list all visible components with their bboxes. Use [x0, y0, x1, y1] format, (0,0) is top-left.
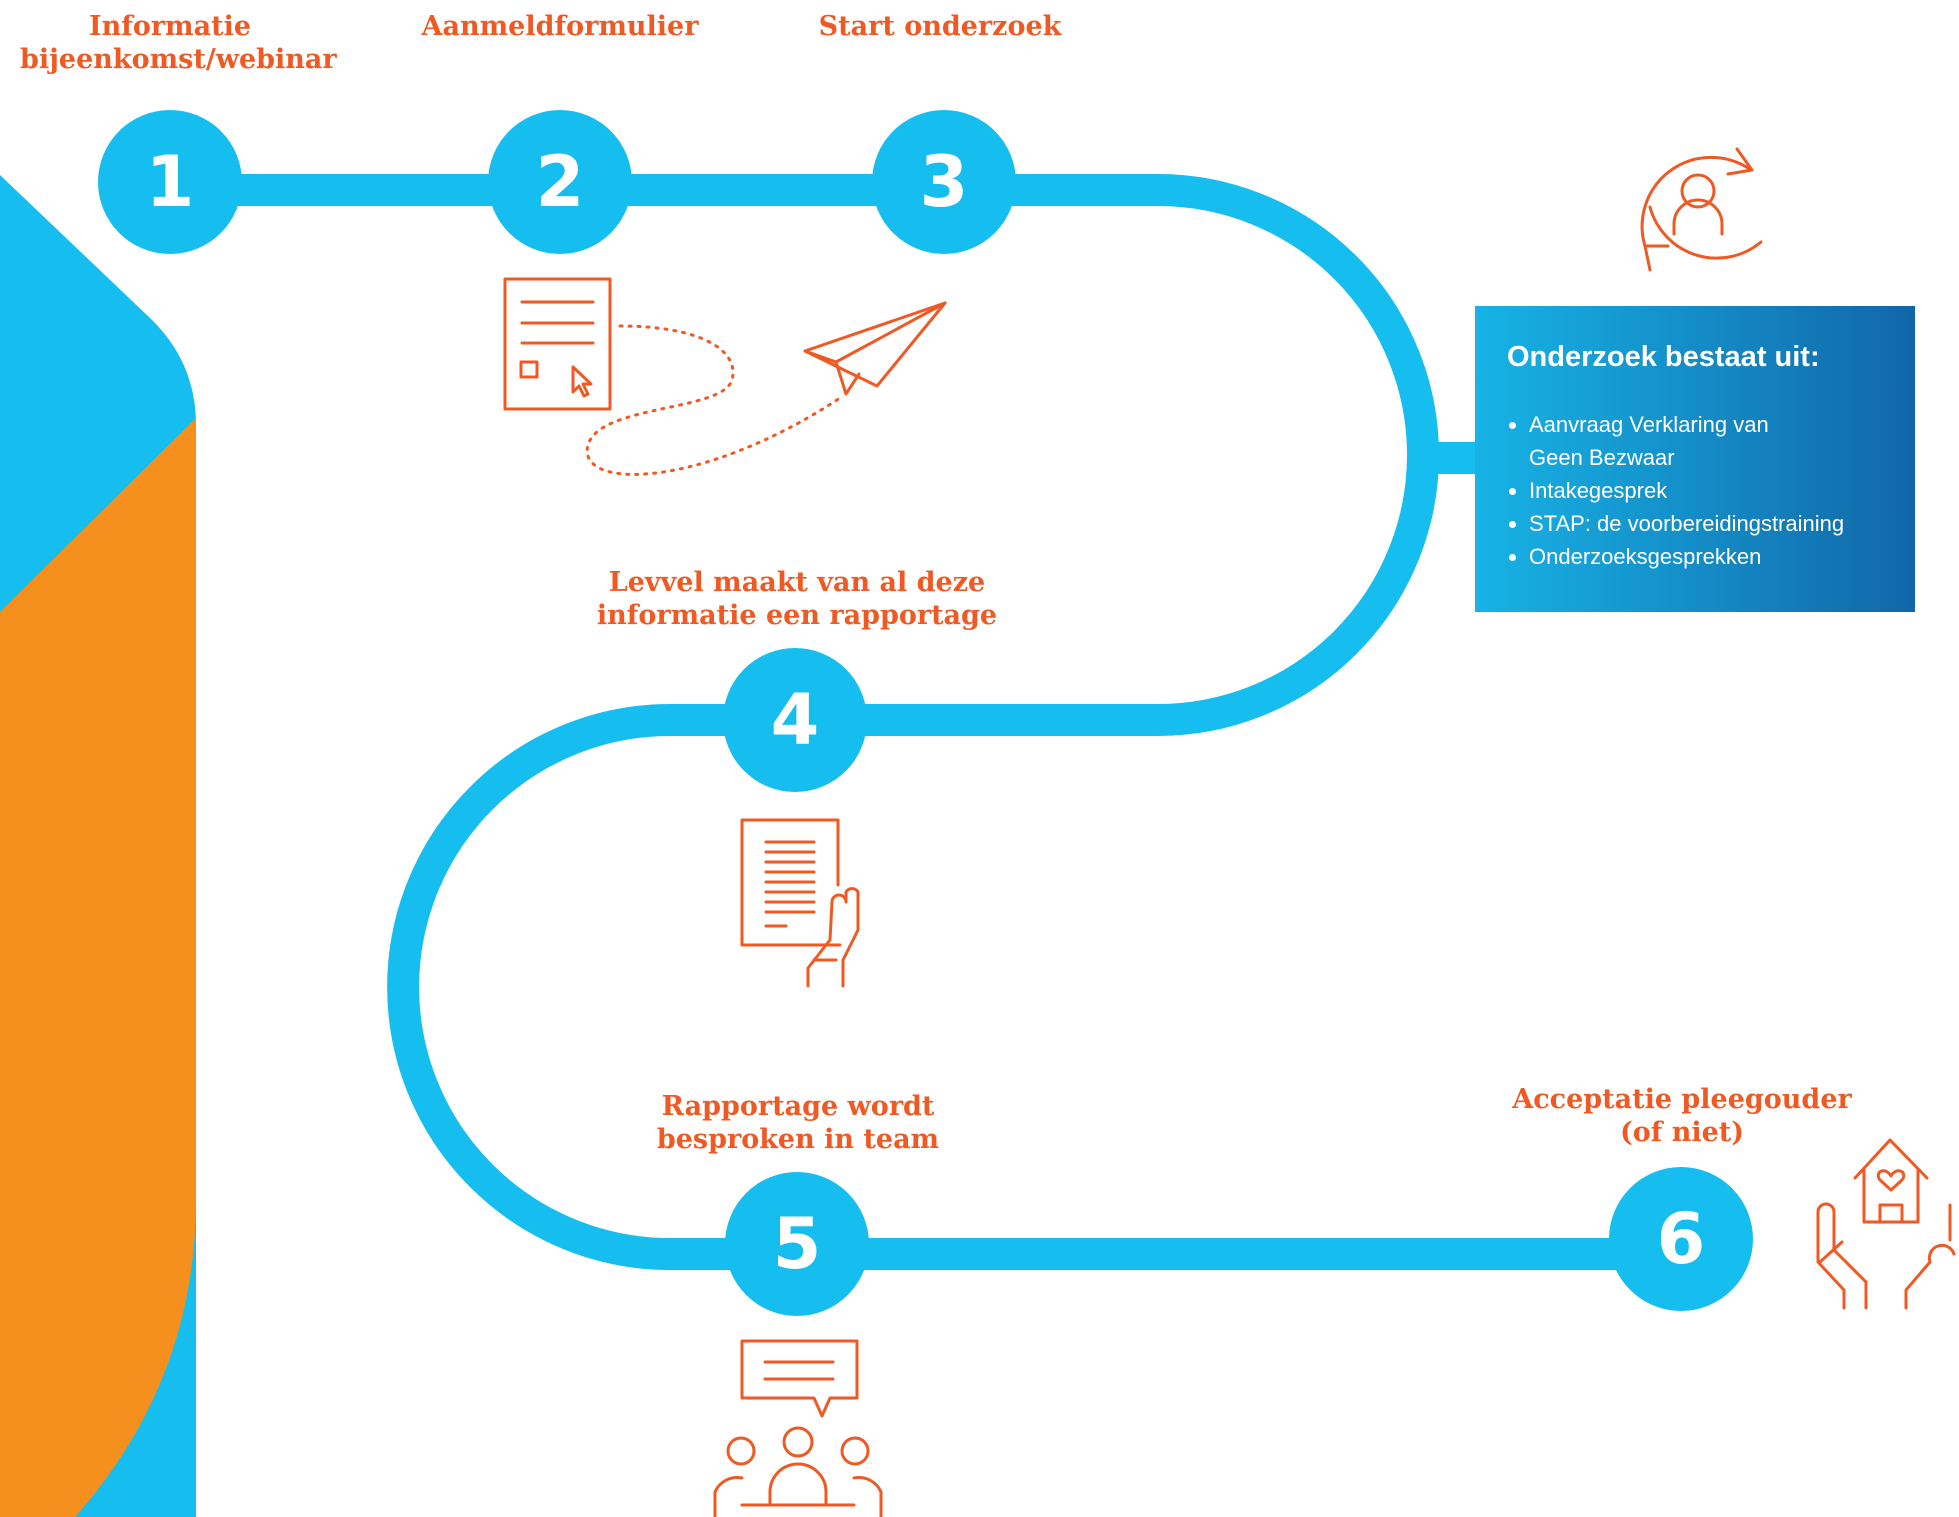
step-2-circle	[488, 110, 632, 254]
info-box-item: Intakegesprek	[1507, 474, 1915, 507]
icon-group	[503, 147, 1956, 1517]
step-6-number: 6	[1656, 1198, 1706, 1280]
step-5-label-line-1: Rapportage wordt	[661, 1091, 935, 1122]
step-5-label: Rapportage wordt besproken in team	[618, 1090, 978, 1156]
info-box-item-3: STAP: de voorbereidingstraining	[1529, 511, 1845, 536]
form-icon	[503, 277, 612, 411]
info-box-list: Aanvraag Verklaring van Geen Bezwaar Int…	[1507, 408, 1915, 573]
step-5-label-line-2: besproken in team	[656, 1124, 940, 1155]
step-4-circle	[723, 648, 867, 792]
info-box-item-1-line-2: Geen Bezwaar	[1529, 445, 1675, 470]
step-3-label-line-1: Start onderzoek	[818, 11, 1062, 42]
step-6-label: Acceptatie pleegouder (of niet)	[1482, 1083, 1882, 1149]
step-3-number: 3	[919, 141, 969, 223]
step-1-circle	[98, 110, 242, 254]
step-2-number: 2	[535, 141, 585, 223]
person-refresh-icon	[1640, 147, 1763, 272]
step-6-label-line-1: Acceptatie pleegouder	[1512, 1084, 1852, 1115]
dotted-trail	[585, 324, 842, 476]
info-box-item: Aanvraag Verklaring van Geen Bezwaar	[1507, 408, 1915, 474]
step-3-label: Start onderzoek	[790, 10, 1090, 43]
step-2-label-line-1: Aanmeldformulier	[421, 11, 699, 42]
info-box-background	[1475, 306, 1915, 612]
info-box-item-2: Intakegesprek	[1529, 478, 1668, 503]
step-1-number: 1	[145, 141, 195, 223]
info-box-connector	[1420, 442, 1480, 474]
step-1-label: Informatie bijeenkomst/webinar	[20, 10, 337, 76]
step-6-label-line-2: (of niet)	[1619, 1117, 1745, 1148]
info-box-title: Onderzoek bestaat uit:	[1507, 341, 1820, 373]
step-2-label: Aanmeldformulier	[400, 10, 720, 43]
step-5-circle	[725, 1172, 869, 1316]
team-meeting-icon	[713, 1339, 883, 1517]
side-decor-orange	[0, 418, 196, 1517]
step-4-label-line-2: informatie een rapportage	[596, 600, 998, 631]
step-4-label: Levvel maakt van al deze informatie een …	[592, 566, 1002, 632]
step-1-label-line-1: Informatie	[88, 11, 252, 42]
step-6-circle	[1609, 1167, 1753, 1311]
step-5-number: 5	[772, 1203, 822, 1285]
info-box-item: STAP: de voorbereidingstraining	[1507, 507, 1915, 540]
paper-plane-icon	[803, 301, 947, 396]
step-3-circle	[872, 110, 1016, 254]
step-4-label-line-1: Levvel maakt van al deze	[608, 567, 986, 598]
path-connector	[154, 174, 1699, 1270]
info-box: Onderzoek bestaat uit: Aanvraag Verklari…	[1475, 306, 1915, 612]
step-1-label-line-2: bijeenkomst/webinar	[20, 44, 337, 75]
info-box-item-4: Onderzoeksgesprekken	[1529, 544, 1762, 569]
step-4-number: 4	[770, 679, 820, 761]
house-hands-icon	[1816, 1138, 1956, 1310]
info-box-item: Onderzoeksgesprekken	[1507, 540, 1915, 573]
report-hand-icon	[740, 818, 860, 988]
info-box-item-1-line-1: Aanvraag Verklaring van	[1529, 412, 1769, 437]
